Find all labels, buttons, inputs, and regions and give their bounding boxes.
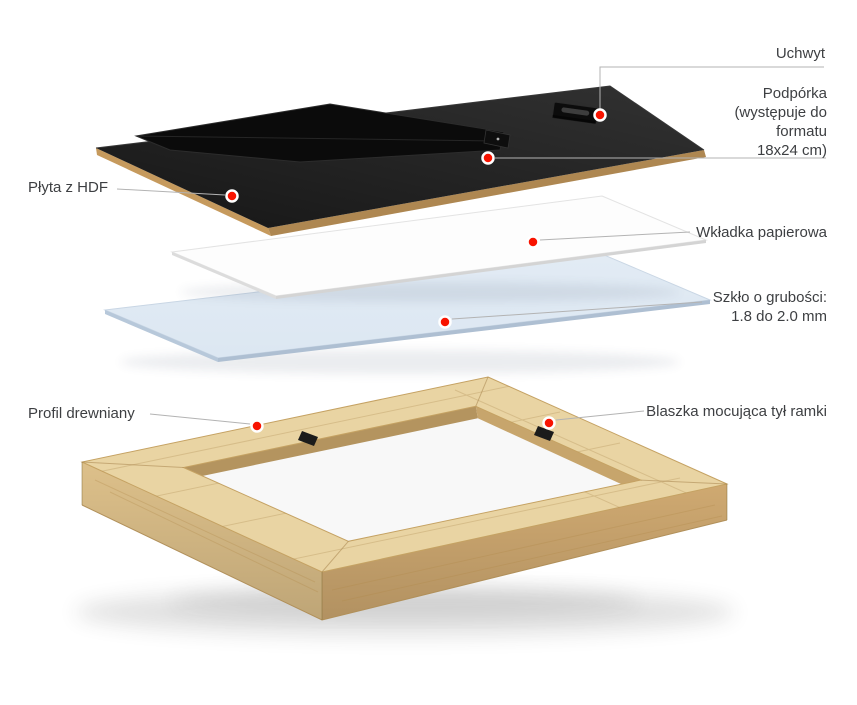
hanger-shape <box>552 101 599 125</box>
leader-line-profil <box>149 413 251 425</box>
callout-dot-profil <box>250 419 264 433</box>
frame-side-right-shade <box>322 484 727 620</box>
callout-dot-podporka <box>481 151 495 165</box>
frame-side-grain <box>94 479 723 602</box>
frame-mitre-joints <box>81 376 728 573</box>
kickstand-hinge <box>483 129 511 149</box>
glass-edge-right <box>218 300 710 362</box>
kickstand-crease <box>135 135 496 142</box>
callout-dot-szklo <box>438 315 452 329</box>
hdf-edge-left <box>96 148 271 236</box>
paper-sheet <box>170 195 708 302</box>
mount-tab-left <box>298 431 318 446</box>
kickstand-shape <box>134 103 505 163</box>
label-wkladka: Wkładka papierowa <box>696 224 827 241</box>
frame-corner-edges <box>81 462 728 620</box>
label-uchwyt: Uchwyt <box>775 45 825 62</box>
label-plyta-hdf: Płyta z HDF <box>28 179 109 196</box>
leader-line-szklo <box>451 301 703 320</box>
frame-inner-wall-right <box>475 406 641 493</box>
leader-line-wkladka <box>539 231 691 241</box>
callout-dots <box>225 108 607 433</box>
leader-line-uchwyt <box>599 66 824 109</box>
hdf-board-sheen <box>96 86 704 228</box>
hdf-board <box>95 85 706 236</box>
hdf-edge-right-shade <box>268 150 706 236</box>
hdf-edge-right <box>268 150 706 236</box>
wood-frame <box>75 376 735 636</box>
glass-sheet <box>103 251 712 374</box>
leader-line-plyta <box>116 188 226 196</box>
mount-tab-right <box>534 426 554 441</box>
callout-dot-blaszka <box>542 416 556 430</box>
glass-sheen <box>105 252 710 358</box>
callout-dot-plyta <box>225 189 239 203</box>
paper-edge-left <box>172 252 276 299</box>
glass-edge-left <box>105 310 218 362</box>
leader-line-blaszka <box>555 410 645 421</box>
frame-inner-wall-left <box>183 406 478 480</box>
label-szklo: Szkło o grubości: 1.8 do 2.0 mm <box>712 289 827 325</box>
leader-lines <box>116 66 826 425</box>
frame-side-left-shade <box>82 462 322 620</box>
callout-dot-uchwyt <box>593 108 607 122</box>
label-podporka: Podpórka (występuje do formatu 18x24 cm) <box>734 85 827 159</box>
label-profil: Profil drewniany <box>28 405 135 422</box>
paper-edge-right <box>276 240 706 299</box>
label-blaszka: Blaszka mocująca tył ramki <box>646 403 827 420</box>
callout-dot-wkladka <box>526 235 540 249</box>
